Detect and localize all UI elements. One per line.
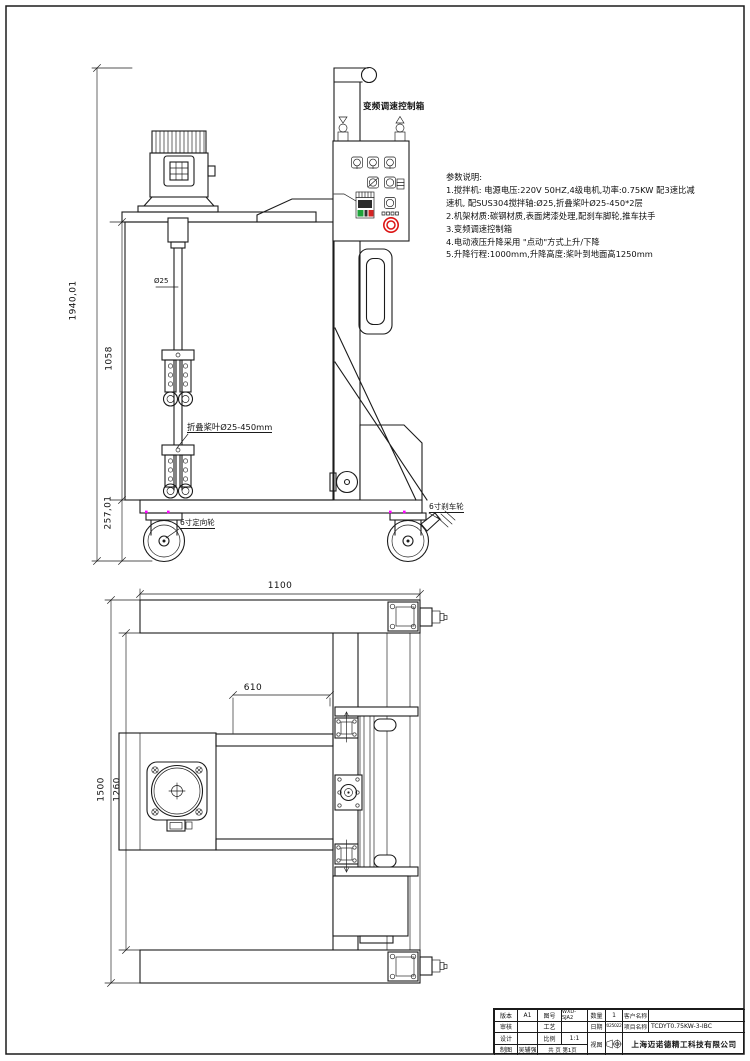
title-block: 版本 A1 图号 WXD-SJA2 数量 1 客户名称 审核 工艺 日期 202… [493,1008,745,1055]
tb-view-label: 视图 [587,1032,605,1055]
note-line: 2.机架材质:碳钢材质,表面烤漆处理,配刹车脚轮,推车扶手 [446,210,656,221]
tb-check [517,1020,537,1032]
magenta-marker [403,510,406,514]
tb-drawing-no: WXD-SJA2 [561,1009,587,1021]
plan-view [104,588,448,987]
flange-screws [151,766,203,816]
dim-overall-width: 1100 [267,581,293,591]
note-line: 速机, 配SUS304搅拌轴:Ø25,折叠桨叶Ø25-450*2层 [446,197,643,208]
dim-arm-offset: 610 [243,683,263,693]
tb-version: A1 [517,1009,537,1021]
tb-draft: 吴辅强 [517,1043,537,1055]
shaft-diameter-label: Ø25 [154,277,169,285]
note-line: 1.搅拌机: 电源电压:220V 50HZ,4级电机,功率:0.75KW 配3速… [446,184,695,195]
tb-version-label: 版本 [494,1009,517,1021]
plan-caster-bottom [387,951,448,982]
tb-design [517,1032,537,1044]
first-angle-projection-icon [606,1039,622,1049]
parameter-notes: 参数说明: 1.搅拌机: 电源电压:220V 50HZ,4级电机,功率:0.75… [446,171,744,261]
plan-motor-plate [118,732,334,851]
front-view [91,64,456,565]
motor-front [142,130,216,207]
tb-customer-label: 客户名称 [622,1009,648,1021]
dim-inner-length: 1260 [112,777,123,802]
caster-left-fixed [142,510,186,563]
tb-drawing-no-label: 图号 [537,1009,561,1021]
paddle-lower [161,444,195,499]
tb-customer [648,1009,745,1021]
front-dimension-lines [91,64,153,565]
frame-outline [124,221,334,501]
dim-overall-length: 1500 [96,777,107,802]
label-leaders [155,286,442,539]
plan-beam-top [139,599,421,634]
tb-projection-symbol-cell [605,1032,622,1055]
eye-bolt-left [337,116,349,142]
tb-scale: 1:1 [561,1032,587,1044]
tb-draft-label: 制图 [494,1043,517,1055]
brake-pedal [420,512,441,532]
sheet-frame [5,5,745,1055]
tb-company: 上海迈诺德精工科技有限公司 [622,1032,745,1055]
base-platform [139,499,423,514]
plan-dimension-lines [104,588,424,987]
note-line: 4.电动液压升降采用 "点动"方式上升/下降 [446,236,600,247]
emergency-stop-button [382,217,399,234]
note-line: 5.升降行程:1000mm,升降高度:桨叶到地面高1250mm [446,249,653,260]
plan-carriage-bracket-top [334,711,359,743]
note-line: 3.变频调速控制箱 [446,223,512,234]
tb-qty: 1 [605,1009,622,1021]
magenta-marker [167,510,170,514]
plan-caster-top [387,601,448,632]
terminal-squares [381,211,399,216]
brake-wheel-label: 6寸刹车轮 [429,502,464,513]
paddle-upper [161,349,195,407]
dim-overall-height: 1940,01 [68,279,79,321]
tb-process-label: 工艺 [537,1020,561,1032]
caster-right-brake [386,510,456,563]
plan-motor [146,761,208,832]
tb-date: 20250221 [605,1020,622,1032]
tb-project: TCDYT0.75KW-3-IBC [648,1020,745,1032]
panel-knobs [351,156,396,209]
lid-plate [121,198,351,223]
tb-qty-label: 数量 [587,1009,605,1021]
tb-check-label: 审核 [494,1020,517,1032]
magenta-marker [145,510,148,514]
fixed-wheel-label: 6寸定向轮 [180,518,215,529]
plan-carriage-bracket-bottom [334,839,359,873]
tb-pages: 共 页 第1页 [537,1043,587,1055]
tb-process [561,1020,587,1032]
tb-scale-label: 比例 [537,1032,561,1044]
dim-base-height: 257,01 [103,495,114,529]
plan-handle-tubes [373,718,397,868]
plan-shaft-flange [334,774,363,811]
magenta-marker [389,510,392,514]
tb-project-label: 项目名称 [622,1020,648,1032]
tb-design-label: 设计 [494,1032,517,1044]
vfd-display [333,191,375,219]
plan-beam-bottom [139,949,421,984]
notes-heading: 参数说明: [446,172,482,182]
mast-column [333,66,378,501]
support-braces [334,327,428,501]
hydraulic-unit [329,424,423,501]
plan-hydraulic-unit [332,875,409,944]
dim-frame-height: 1058 [104,345,115,371]
control-box [332,115,410,242]
push-handle [358,248,393,335]
side-connector [396,178,405,190]
control-box-label: 变频调速控制箱 [363,102,425,112]
tb-date-label: 日期 [587,1020,605,1032]
folding-paddle-label: 折叠桨叶Ø25-450mm [187,422,273,434]
eye-bolt-right [394,115,406,142]
